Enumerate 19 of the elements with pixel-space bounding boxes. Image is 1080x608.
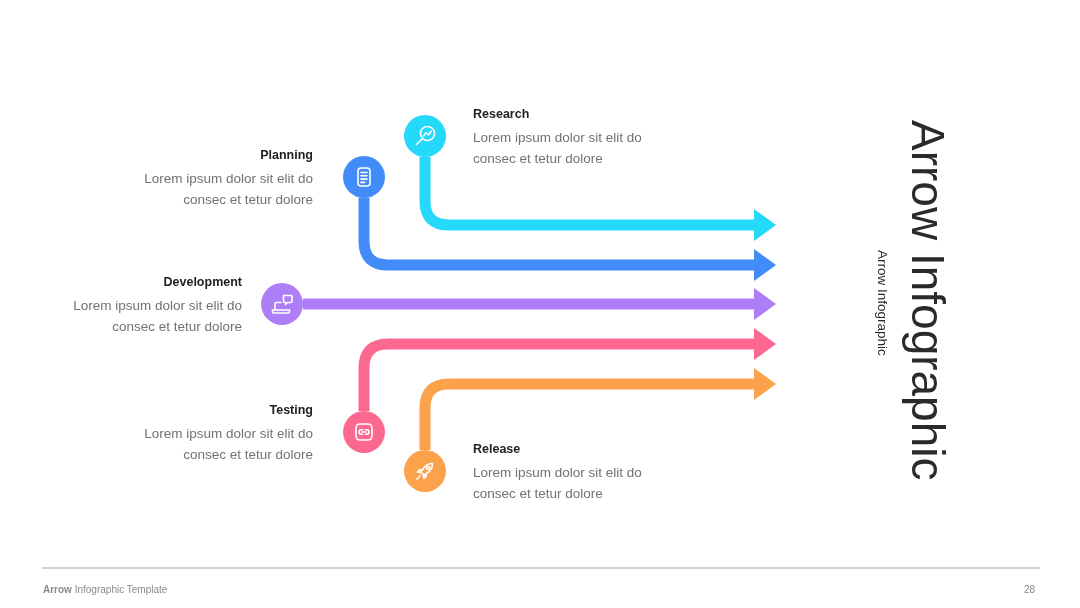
arrow xyxy=(419,368,776,450)
vertical-subtitle: Arrow Infographic xyxy=(874,250,890,356)
step-description: Lorem ipsum dolor sit elit do consec et tetur dolore xyxy=(473,463,643,503)
arrow xyxy=(303,288,776,320)
step-heading: Development xyxy=(163,274,242,291)
arrow xyxy=(358,328,776,411)
step-description: Lorem ipsum dolor sit elit do consec et tetur dolore xyxy=(143,169,313,209)
footer-text: Arrow Infographic Template xyxy=(43,583,168,596)
arrow xyxy=(419,157,776,241)
step-heading: Research xyxy=(473,106,530,123)
vertical-title: Arrow Infographic xyxy=(903,120,953,481)
step-description: Lorem ipsum dolor sit elit do consec et tetur dolore xyxy=(473,128,643,168)
step-description: Lorem ipsum dolor sit elit do consec et tetur dolore xyxy=(72,296,242,336)
step-description: Lorem ipsum dolor sit elit do consec et tetur dolore xyxy=(143,424,313,464)
step-heading: Testing xyxy=(269,402,313,419)
page-number: 28 xyxy=(1023,583,1035,596)
step-heading: Planning xyxy=(260,147,313,164)
step-heading: Release xyxy=(473,441,521,458)
arrow xyxy=(358,198,776,281)
